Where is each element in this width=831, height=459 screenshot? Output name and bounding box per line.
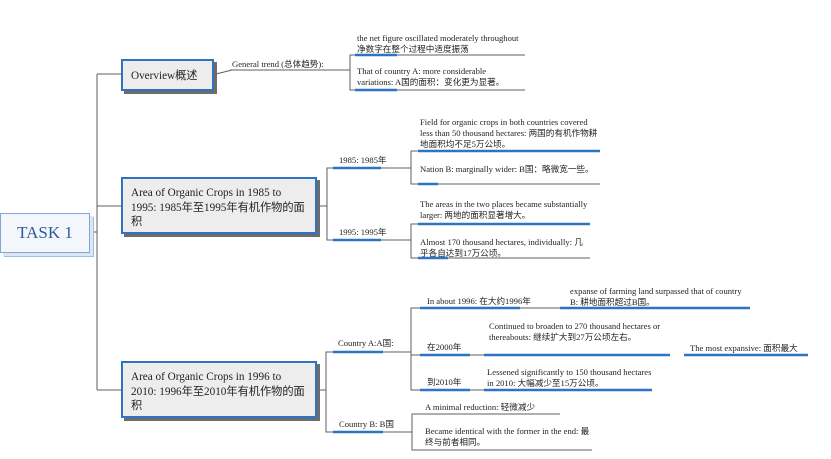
connector-trend-to-country-a (349, 70, 357, 91)
1985-nation-b-text[interactable]: Nation B: marginally wider: B国：略微宽一些。 (420, 164, 594, 174)
year-1995-label[interactable]: 1995: 1995年 (339, 227, 387, 237)
connector-overview-to-trend (215, 69, 233, 75)
connector-a-to-1996 (404, 307, 420, 353)
connector-b-to-identical (411, 432, 420, 451)
area-1985-1995-node[interactable]: Area of Organic Crops in 1985 to 1995: 1… (121, 177, 317, 234)
country-a-label[interactable]: Country A:A国: (338, 338, 394, 348)
root-node-task1[interactable]: TASK 1 (0, 213, 90, 253)
most-expansive-text[interactable]: The most expansive: 面积最大 (690, 343, 798, 353)
1995-170-thousand-text[interactable]: Almost 170 thousand hectares, individual… (420, 237, 583, 259)
connector-a-to-2010 (410, 352, 420, 391)
country-b-reduction-text[interactable]: A minimal reduction: 轻微减少 (425, 402, 536, 412)
connector-to-1995-label (326, 206, 333, 241)
country-b-identical-text[interactable]: Became identical with the former in the … (425, 426, 590, 448)
2010-lessened-text[interactable]: Lessened significantly to 150 thousand h… (487, 367, 652, 389)
country-b-label[interactable]: Country B: B国 (339, 419, 394, 429)
overview-country-a-text[interactable]: That of country A: more considerable var… (357, 66, 505, 88)
overview-node[interactable]: Overview概述 (121, 59, 214, 91)
1985-field-text[interactable]: Field for organic crops in both countrie… (420, 117, 598, 150)
connector-1985-to-field (405, 150, 418, 169)
1995-areas-larger-text[interactable]: The areas in the two places became subst… (420, 199, 588, 221)
connector-to-country-b (325, 390, 333, 433)
2000-broaden-text[interactable]: Continued to broaden to 270 thousand hec… (489, 321, 661, 343)
general-trend-label[interactable]: General trend (总体趋势): (232, 59, 324, 69)
connector-a-to-2000 (410, 352, 420, 356)
connector-trend-to-net (345, 54, 357, 71)
in-2000-label[interactable]: 在2000年 (427, 342, 462, 352)
year-1985-label[interactable]: 1985: 1985年 (339, 155, 387, 165)
overview-net-figure-text[interactable]: the net figure oscillated moderately thr… (357, 33, 519, 55)
area-1996-2010-node[interactable]: Area of Organic Crops in 1996 to 2010: 1… (121, 361, 317, 418)
connector-1995-to-larger (405, 223, 418, 241)
1996-surpassed-text[interactable]: expanse of farming land surpassed that o… (570, 286, 742, 308)
connector-1995-to-170 (410, 240, 418, 259)
by-2010-label[interactable]: 到2010年 (427, 377, 462, 387)
connector-b-to-reduction (404, 413, 420, 433)
in-about-1996-label[interactable]: In about 1996: 在大约1996年 (427, 296, 531, 306)
connector-to-1985-label (320, 167, 333, 207)
connector-1985-to-nation-b (410, 168, 418, 185)
connector-to-country-a (320, 351, 333, 391)
